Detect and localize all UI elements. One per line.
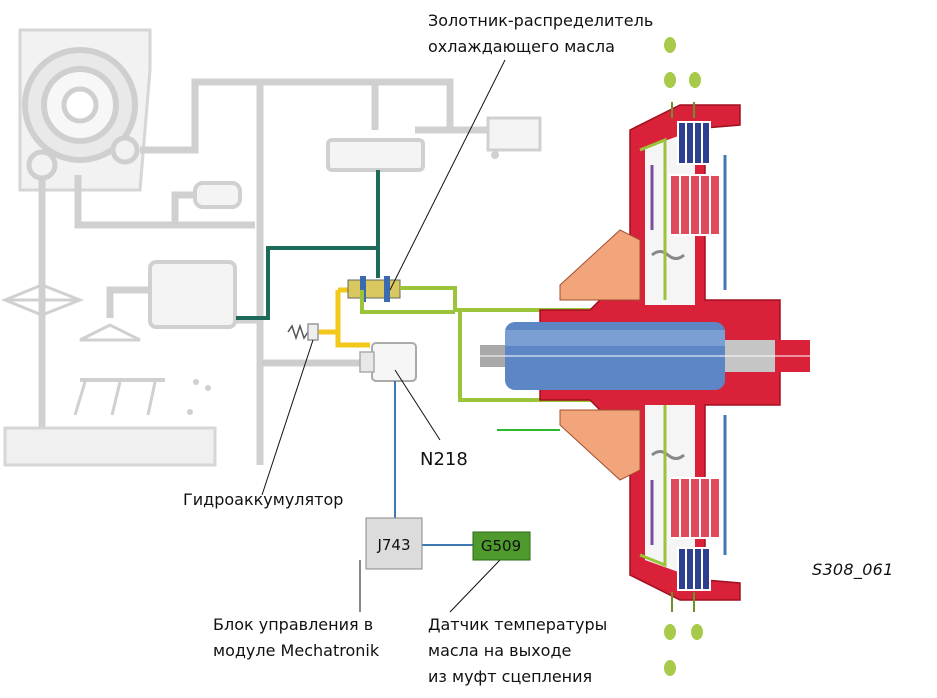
accumulator-symbol xyxy=(287,323,319,341)
accumulator-label: Гидроаккумулятор xyxy=(183,490,344,509)
control-unit-label: Блок управления в модуле Mechatronik xyxy=(213,612,379,664)
pressure-line xyxy=(236,170,380,320)
leader-lines xyxy=(261,59,506,613)
j743-label: J743 xyxy=(376,536,410,554)
n218-valve xyxy=(359,342,417,382)
sensor-label-line3: из муфт сцепления xyxy=(428,667,593,686)
hydraulic-block xyxy=(1,28,542,467)
n218-label: N218 xyxy=(420,449,468,470)
cooling-valve-label-line1: Золотник-распределитель xyxy=(428,11,654,30)
control-unit-label-line2: модуле Mechatronik xyxy=(213,641,380,660)
control-unit-label-line1: Блок управления в xyxy=(213,615,374,634)
sensor-label-line1: Датчик температуры xyxy=(428,615,608,634)
cooling-valve-label: Золотник-распределитель охлаждающего мас… xyxy=(428,8,653,60)
clutch-assembly xyxy=(470,37,830,676)
cooling-valve-label-line2: охлаждающего масла xyxy=(428,37,615,56)
figure-id: S308_061 xyxy=(812,560,894,579)
sensor-label-line2: масла на выходе xyxy=(428,641,572,660)
j743-box xyxy=(365,517,423,570)
g509-box xyxy=(472,531,531,561)
sensor-label: Датчик температуры масла на выходе из му… xyxy=(428,612,607,690)
g509-label: G509 xyxy=(481,537,521,555)
cooling-valve xyxy=(347,276,401,302)
